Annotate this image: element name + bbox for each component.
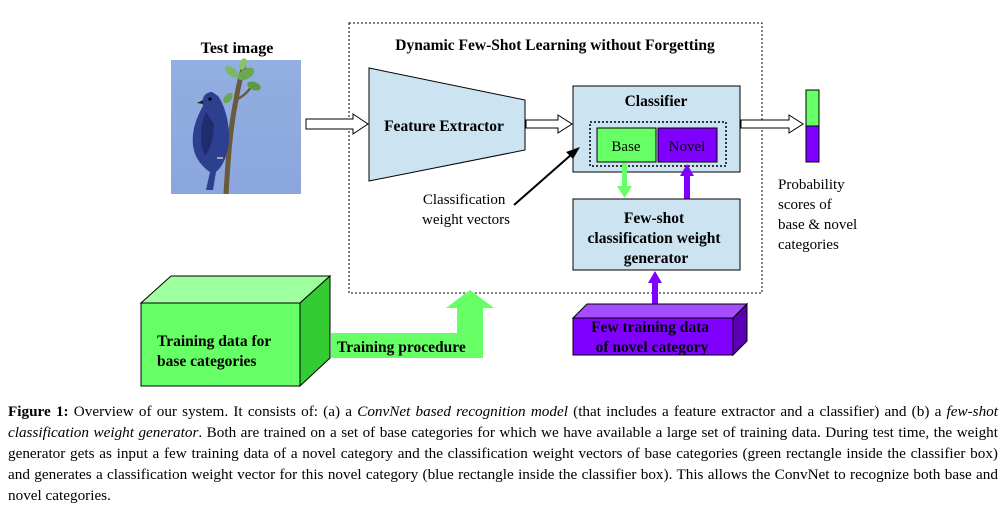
- feature-extractor-box: [368, 67, 526, 182]
- base-weights-box: [596, 127, 657, 163]
- figure-label: Figure 1:: [8, 403, 69, 420]
- base-to-generator-arrow: [617, 163, 632, 198]
- probability-bar: [805, 89, 820, 163]
- probability-label-line-3: base & novel: [778, 217, 857, 233]
- weight-vectors-label: Classification weight vectors: [422, 192, 510, 228]
- extractor-to-classifier-arrow: [525, 114, 573, 134]
- feature-extractor-label: Feature Extractor: [384, 118, 504, 135]
- weight-vectors-label-line-1: Classification: [423, 192, 506, 208]
- image-to-extractor-arrow: [305, 113, 369, 135]
- classifier-label: Classifier: [625, 93, 688, 110]
- caption-recognition-model: ConvNet based recognition model: [357, 403, 568, 420]
- test-image-bird: [171, 58, 301, 195]
- novel-label: Novel: [669, 139, 706, 155]
- probability-label: Probability scores of base & novel categ…: [778, 177, 861, 253]
- novel-training-data-block: [571, 302, 749, 357]
- base-training-data-label: Training data for base categories: [157, 333, 275, 370]
- system-title: Dynamic Few-Shot Learning without Forget…: [395, 37, 715, 54]
- novel-training-data-label: Few training data of novel category: [591, 319, 713, 356]
- weight-generator-box: [572, 198, 741, 271]
- system-diagram: Test image Dynamic Few-Shot Learning wit…: [139, 22, 861, 388]
- probability-label-line-4: categories: [778, 237, 839, 253]
- caption-part-1: Overview of our system. It consists of: …: [68, 403, 358, 420]
- probability-label-line-1: Probability: [778, 177, 845, 193]
- caption-weight-generator: few-shot classification weight generator: [8, 403, 998, 441]
- classifier-weights-frame: [589, 121, 727, 167]
- base-training-data-label-line-1: Training data for: [157, 333, 271, 350]
- caption-part-5: . Both are trained on a set of base cate…: [8, 424, 998, 504]
- novel-training-data-label-line-1: Few training data: [591, 319, 709, 336]
- caption-part-3: (that includes a feature extractor and a…: [567, 403, 947, 420]
- probability-label-line-2: scores of: [778, 197, 832, 213]
- weight-generator-label-line-1: Few-shot: [624, 210, 685, 227]
- test-image-label: Test image: [201, 40, 274, 57]
- generator-to-novel-arrow: [680, 164, 694, 199]
- base-training-data-label-line-2: base categories: [157, 353, 256, 370]
- classifier-to-output-arrow: [740, 114, 804, 134]
- base-label: Base: [611, 139, 641, 155]
- weight-vectors-pointer-arrow: [513, 147, 580, 206]
- novel-training-data-label-line-2: of novel category: [596, 339, 709, 356]
- novel-weights-box: [657, 127, 718, 163]
- weight-generator-label-line-2: classification weight: [588, 230, 722, 247]
- figure-caption: Figure 1: Overview of our system. It con…: [8, 401, 998, 506]
- weight-generator-label-line-3: generator: [624, 250, 689, 267]
- weight-vectors-label-line-2: weight vectors: [422, 212, 510, 228]
- base-training-data-block: [139, 274, 332, 388]
- training-procedure-label: Training procedure: [337, 339, 466, 356]
- training-procedure-arrow: [331, 290, 494, 358]
- novel-data-to-generator-arrow: [648, 271, 662, 304]
- system-boundary: [348, 22, 763, 294]
- weight-generator-label: Few-shot classification weight generator: [588, 210, 725, 267]
